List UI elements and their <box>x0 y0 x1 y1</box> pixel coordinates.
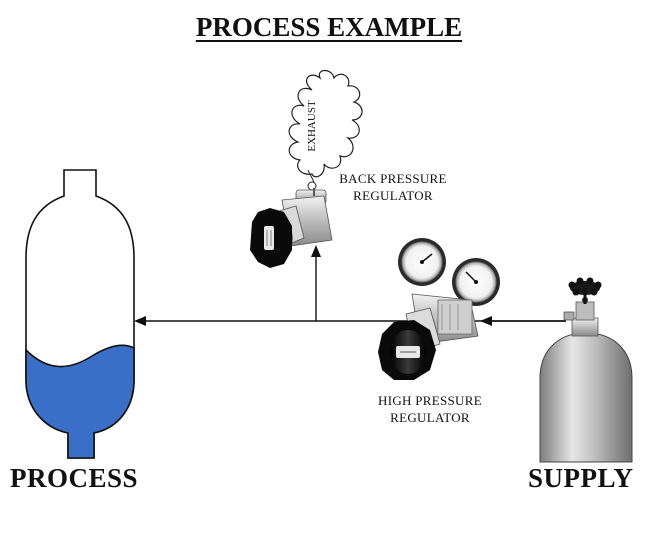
diagram-title: PROCESS EXAMPLE <box>195 12 463 42</box>
process-vessel-icon <box>25 169 135 459</box>
high-pressure-label-line2: REGULATOR <box>390 410 470 425</box>
process-label: PROCESS <box>10 463 139 493</box>
back-pressure-regulator-icon <box>250 188 333 268</box>
flow-lines <box>134 245 566 326</box>
vessel-liquid <box>25 344 135 459</box>
supply-label: SUPPLY <box>528 463 634 493</box>
high-pressure-label-line1: HIGH PRESSURE <box>378 393 482 408</box>
back-pressure-label-line2: REGULATOR <box>353 188 433 203</box>
gas-cylinder-icon <box>539 277 633 463</box>
back-pressure-label-line1: BACK PRESSURE <box>339 171 447 186</box>
exhaust-cloud-icon <box>288 69 363 191</box>
back-pressure-regulator-label: BACK PRESSURE REGULATOR <box>318 170 468 204</box>
exhaust-label: EXHAUST <box>306 100 318 152</box>
high-pressure-regulator-icon <box>378 238 500 380</box>
valve-handwheel <box>568 277 602 304</box>
high-pressure-regulator-label: HIGH PRESSURE REGULATOR <box>356 392 504 426</box>
